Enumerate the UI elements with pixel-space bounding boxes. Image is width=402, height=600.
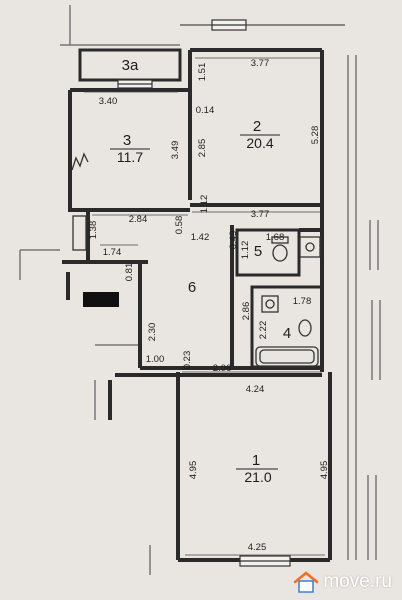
room-3-number: 3	[123, 132, 131, 149]
dim-1-42: 1.42	[191, 232, 210, 243]
dim-2-84: 2.84	[129, 214, 148, 225]
dim-0-14: 0.14	[196, 105, 215, 116]
room-3-area: 11.7	[117, 149, 143, 165]
dim-4-95-left: 4.95	[188, 461, 199, 480]
dim-2-22: 2.22	[258, 321, 269, 340]
dim-0-49: 0.49	[228, 231, 239, 250]
room-2-area: 20.4	[246, 135, 273, 151]
watermark: move.ru	[293, 570, 392, 594]
watermark-text: move.ru	[323, 571, 392, 592]
dim-0-23: 0.23	[182, 351, 193, 370]
room-4-number: 4	[283, 325, 291, 342]
dim-1-12-a: 1.12	[199, 195, 210, 214]
room-labels: 3a 3 11.7 2 20.4 6 5 4 1 21.0	[110, 57, 291, 485]
dim-2-06: 2.06	[213, 363, 232, 374]
walls	[62, 48, 332, 562]
house-icon	[294, 571, 319, 593]
room-6-number: 6	[188, 279, 196, 296]
dim-1-78: 1.78	[293, 296, 312, 307]
room-5-number: 5	[254, 243, 262, 260]
dim-3-77-top: 3.77	[251, 58, 270, 69]
dim-2-85: 2.85	[197, 139, 208, 158]
dim-4-25: 4.25	[248, 542, 267, 553]
dim-2-86: 2.86	[241, 302, 252, 321]
dim-2-30: 2.30	[147, 323, 158, 342]
dim-0-81: 0.81	[124, 263, 135, 282]
dim-3-40: 3.40	[99, 96, 118, 107]
dim-1-00: 1.00	[146, 354, 165, 365]
room-3a-number: 3a	[122, 57, 139, 74]
dim-1-38: 1.38	[88, 221, 99, 240]
dimension-lines	[84, 57, 325, 556]
entrance-door	[83, 292, 119, 307]
dim-3-77-mid: 3.77	[251, 209, 270, 220]
fixtures	[71, 152, 321, 367]
dim-0-58: 0.58	[174, 216, 185, 235]
dim-1-12-b: 1.12	[240, 241, 251, 260]
dim-4-24: 4.24	[246, 384, 265, 395]
dim-1-51: 1.51	[197, 63, 208, 82]
room-1-area: 21.0	[244, 469, 271, 485]
neighbor-walls	[19, 5, 381, 575]
dimension-labels: 3.77 1.51 3.40 0.14 3.49 2.85 5.28 1.12 …	[88, 58, 330, 553]
room-2-number: 2	[253, 118, 261, 135]
bathtub-icon	[255, 346, 319, 367]
dim-3-49: 3.49	[170, 141, 181, 160]
dim-1-68: 1.68	[266, 232, 285, 243]
toilet-icon-room4	[298, 319, 312, 337]
room-1-number: 1	[252, 452, 260, 469]
dim-1-74: 1.74	[103, 247, 122, 258]
toilet-tank	[271, 236, 289, 244]
radiator-icon	[71, 152, 89, 171]
windows	[117, 19, 291, 567]
dim-5-28: 5.28	[310, 126, 321, 145]
toilet-icon	[272, 244, 288, 262]
dim-4-95-right: 4.95	[319, 461, 330, 480]
sink-icon	[299, 236, 321, 258]
